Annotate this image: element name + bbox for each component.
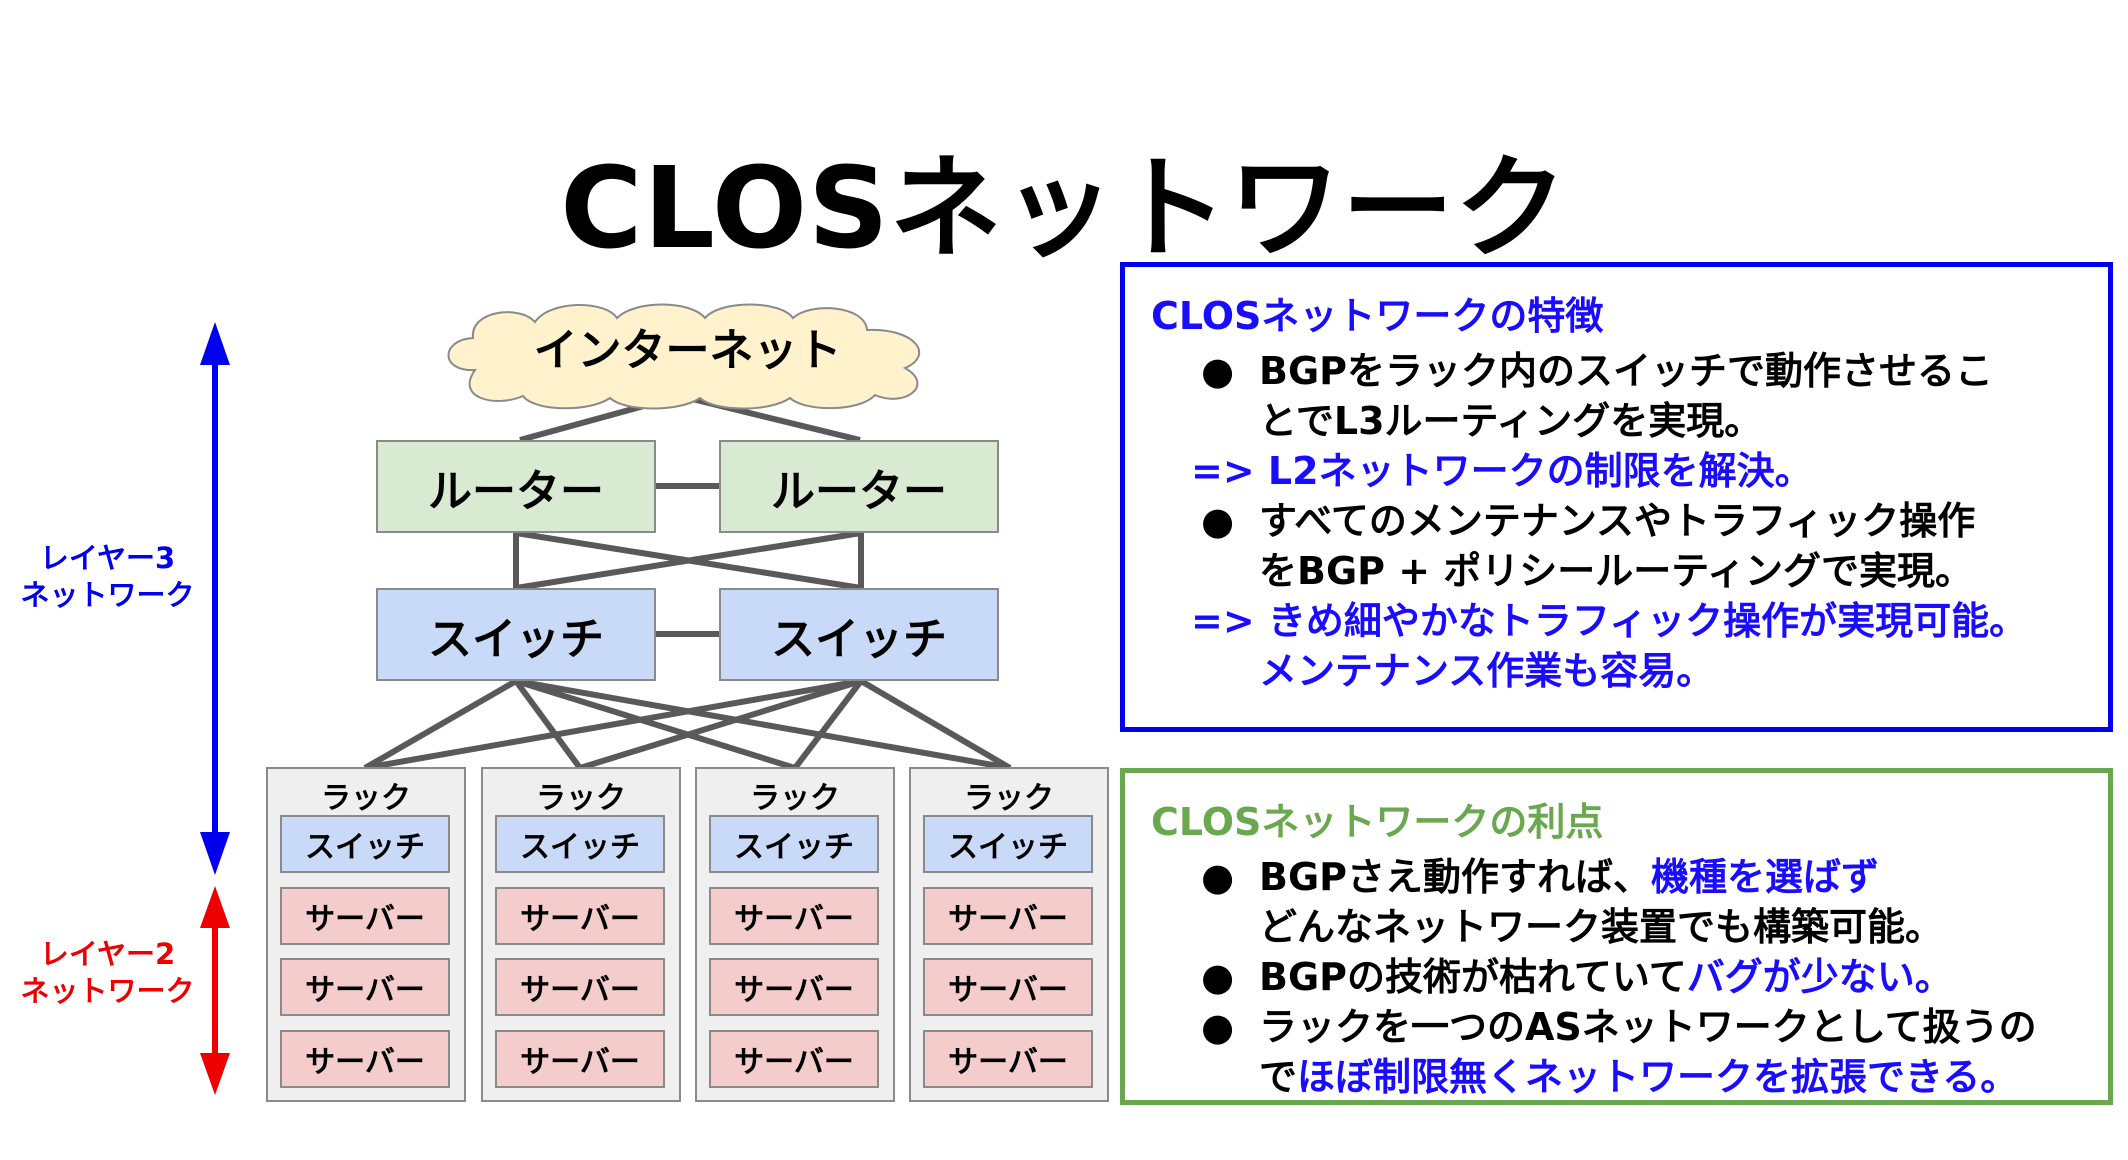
router-left: ルーター: [376, 440, 656, 533]
rack-3-server-1: サーバー: [709, 887, 879, 945]
rack-3-switch: スイッチ: [709, 815, 879, 873]
features-bullet-1-line2: とでL3ルーティングを実現。: [1259, 399, 1763, 443]
internet-cloud-icon: [447, 303, 920, 410]
layer2-label-line1: レイヤー2: [39, 937, 176, 971]
advantages-bullet-1-text: BGPさえ動作すれば、: [1259, 855, 1652, 899]
rack-3-server-3: サーバー: [709, 1030, 879, 1088]
bullet-icon: ●: [1201, 349, 1235, 393]
layer2-label: レイヤー2 ネットワーク: [0, 936, 215, 1010]
features-panel: CLOSネットワークの特徴 ● BGPをラック内のスイッチで動作させるこ とでL…: [1120, 262, 2113, 732]
advantages-list: ● BGPさえ動作すれば、機種を選ばず どんなネットワーク装置でも構築可能。 ●…: [1151, 852, 2082, 1102]
bullet-icon: ●: [1201, 1005, 1235, 1049]
core-switch-right: スイッチ: [719, 588, 999, 681]
advantages-bullet-1-highlight: 機種を選ばず: [1651, 855, 1880, 899]
rack-3-server-2: サーバー: [709, 958, 879, 1016]
features-result-1: => L2ネットワークの制限を解決。: [1191, 449, 1813, 493]
advantages-bullet-2: ● BGPの技術が枯れていてバグが少ない。: [1151, 952, 2082, 1002]
bullet-icon: ●: [1201, 855, 1235, 899]
advantages-bullet-3-line2: でほぼ制限無くネットワークを拡張できる。: [1259, 1052, 2082, 1102]
rack-1-server-3: サーバー: [280, 1030, 450, 1088]
features-list-2: ● すべてのメンテナンスやトラフィック操作 をBGP + ポリシールーティングで…: [1151, 496, 2082, 596]
rack-1-server-2: サーバー: [280, 958, 450, 1016]
advantages-bullet-1: ● BGPさえ動作すれば、機種を選ばず どんなネットワーク装置でも構築可能。: [1151, 852, 2082, 952]
advantages-bullet-3-text: で: [1259, 1055, 1298, 1099]
rack-2-switch: スイッチ: [495, 815, 665, 873]
advantages-panel: CLOSネットワークの利点 ● BGPさえ動作すれば、機種を選ばず どんなネット…: [1120, 768, 2113, 1105]
rack-4-server-1: サーバー: [923, 887, 1093, 945]
router-right: ルーター: [719, 440, 999, 533]
rack-4-switch: スイッチ: [923, 815, 1093, 873]
advantages-bullet-1-line1: BGPさえ動作すれば、機種を選ばず: [1259, 852, 2082, 902]
page-title: CLOSネットワーク: [560, 144, 1568, 274]
advantages-bullet-1-line2: どんなネットワーク装置でも構築可能。: [1259, 905, 1944, 949]
rack-1-switch: スイッチ: [280, 815, 450, 873]
rack-2-server-1: サーバー: [495, 887, 665, 945]
features-bullet-1-line1: BGPをラック内のスイッチで動作させるこ: [1259, 349, 1994, 393]
rack-4-server-2: サーバー: [923, 958, 1093, 1016]
features-list: ● BGPをラック内のスイッチで動作させるこ とでL3ルーティングを実現。: [1151, 346, 2082, 446]
core-switch-left: スイッチ: [376, 588, 656, 681]
rack-2-server-2: サーバー: [495, 958, 665, 1016]
layer3-label-line2: ネットワーク: [20, 578, 195, 612]
bullet-icon: ●: [1201, 955, 1235, 999]
advantages-bullet-3: ● ラックを一つのASネットワークとして扱うの でほぼ制限無くネットワークを拡張…: [1151, 1002, 2082, 1102]
bullet-icon: ●: [1201, 499, 1235, 543]
features-bullet-1: ● BGPをラック内のスイッチで動作させるこ とでL3ルーティングを実現。: [1151, 346, 2082, 446]
features-result-2-line2: メンテナンス作業も容易。: [1259, 649, 1715, 693]
internet-label: インターネット: [533, 325, 842, 376]
features-result-2-line1: => きめ細やかなトラフィック操作が実現可能。: [1191, 599, 2028, 643]
advantages-heading: CLOSネットワークの利点: [1151, 800, 1604, 844]
rack-4-server-3: サーバー: [923, 1030, 1093, 1088]
layer3-label: レイヤー3 ネットワーク: [0, 540, 215, 614]
features-bullet-2-line1: すべてのメンテナンスやトラフィック操作: [1259, 499, 1976, 543]
rack-1-server-1: サーバー: [280, 887, 450, 945]
advantages-bullet-3-highlight: ほぼ制限無くネットワークを拡張できる。: [1297, 1055, 2019, 1099]
advantages-bullet-2-text: BGPの技術が枯れていて: [1259, 955, 1687, 999]
advantages-bullet-2-highlight: バグが少ない。: [1686, 955, 1953, 999]
features-bullet-2-line2: をBGP + ポリシールーティングで実現。: [1259, 549, 1974, 593]
layer3-label-line1: レイヤー3: [39, 541, 176, 575]
features-heading: CLOSネットワークの特徴: [1151, 294, 1604, 338]
advantages-bullet-3-line1: ラックを一つのASネットワークとして扱うの: [1259, 1005, 2037, 1049]
features-bullet-2: ● すべてのメンテナンスやトラフィック操作 をBGP + ポリシールーティングで…: [1151, 496, 2082, 596]
rack-2-server-3: サーバー: [495, 1030, 665, 1088]
advantages-bullet-2-line1: BGPの技術が枯れていてバグが少ない。: [1259, 952, 2082, 1002]
layer2-label-line2: ネットワーク: [20, 974, 195, 1008]
